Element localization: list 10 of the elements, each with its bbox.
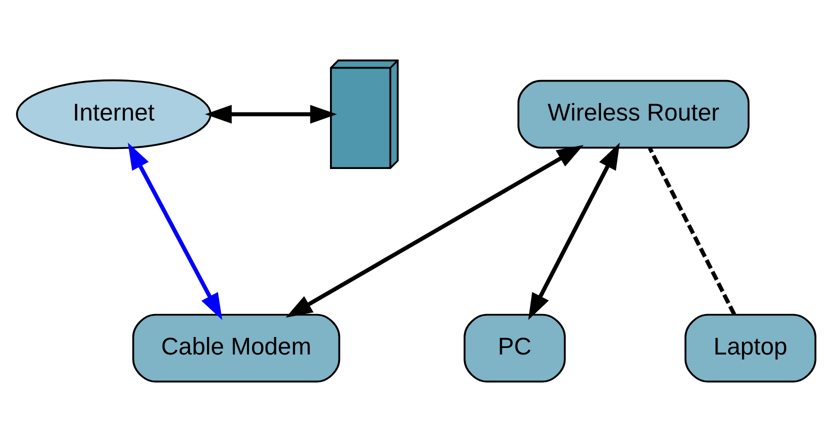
node-ellipse: Internet: [16, 78, 212, 149]
arrow: [204, 104, 337, 124]
arrow: [286, 144, 584, 318]
node-box: PC: [464, 313, 566, 382]
arrow: [528, 142, 620, 320]
node-box: Cable Modem: [132, 313, 340, 382]
node-box: Wireless Router: [517, 79, 750, 148]
connector: [648, 146, 736, 315]
arrow: [128, 142, 222, 320]
node-box: Laptop: [684, 313, 816, 382]
